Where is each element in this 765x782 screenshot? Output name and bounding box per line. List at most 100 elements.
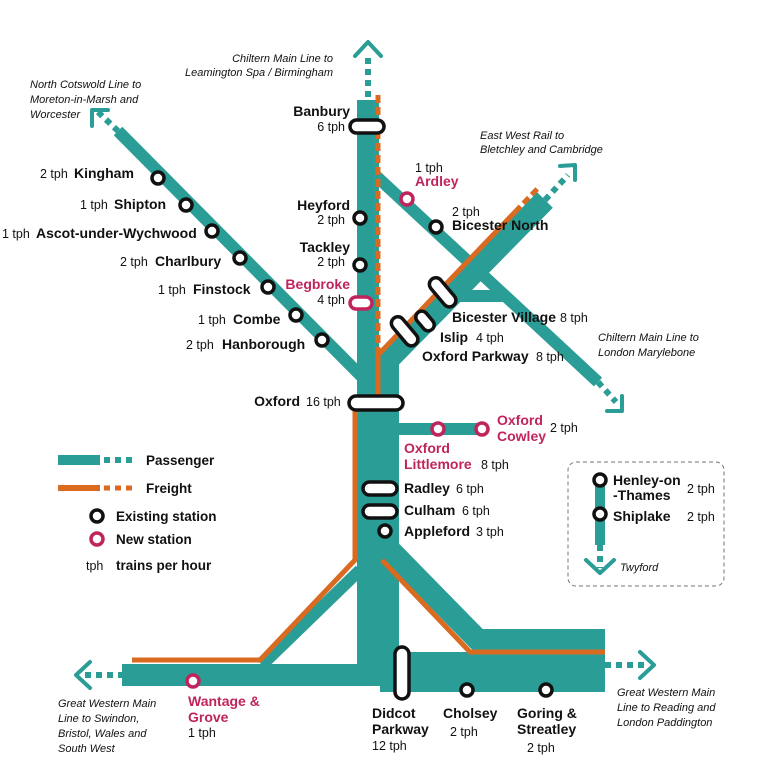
label-charlbury: Charlbury — [155, 253, 221, 269]
label-begbroke: Begbroke — [285, 276, 350, 292]
note-gwml-east-1: Great Western Main — [617, 687, 715, 699]
cotswold-line-dotted — [95, 109, 121, 134]
label-banbury: Banbury — [293, 103, 350, 119]
note-gwml-east-3: London Paddington — [617, 717, 712, 729]
legend: Passenger Freight Existing station New s… — [58, 453, 217, 573]
tph-finstock: 1 tph — [158, 283, 186, 297]
tph-wantage: 1 tph — [188, 726, 216, 740]
didcot-east-link — [372, 532, 605, 651]
arrow-up-icon — [353, 40, 383, 58]
henley-inset: Henley-on -Thames 2 tph Shiplake 2 tph T… — [567, 461, 725, 587]
station-ascot — [204, 223, 220, 239]
tph-goring: 2 tph — [527, 741, 555, 755]
arrow-se-icon — [605, 394, 624, 413]
didcot-west-link — [257, 565, 365, 670]
tph-cholsey: 2 tph — [450, 725, 478, 739]
tph-ardley: 1 tph — [415, 161, 443, 175]
note-twyford: Twyford — [620, 562, 659, 574]
arrow-east-icon — [638, 650, 656, 680]
label-bicester-village: Bicester Village — [452, 309, 556, 325]
label-culham: Culham — [404, 502, 455, 518]
legend-tph-desc: trains per hour — [116, 558, 212, 573]
label-tackley: Tackley — [300, 239, 351, 255]
label-shipton: Shipton — [114, 196, 166, 212]
freight-lines — [132, 95, 605, 663]
tph-ascot: 1 tph — [2, 227, 30, 241]
station-hanborough — [314, 332, 330, 348]
label-oxford: Oxford — [254, 393, 300, 409]
freight-ewr — [375, 210, 517, 395]
station-combe — [288, 307, 304, 323]
tph-heyford: 2 tph — [317, 213, 345, 227]
legend-new-icon — [89, 531, 105, 547]
tph-didcot: 12 tph — [372, 739, 407, 753]
label-appleford: Appleford — [404, 523, 470, 539]
label-henley-2: -Thames — [613, 487, 671, 503]
tph-tackley: 2 tph — [317, 255, 345, 269]
label-cholsey: Cholsey — [443, 705, 498, 721]
freight-east — [380, 558, 605, 655]
note-gwml-west-4: South West — [58, 743, 116, 755]
arrow-down-icon — [584, 558, 616, 575]
station-bicester-village — [427, 276, 458, 309]
station-culham — [361, 503, 399, 520]
arrow-ne-icon — [558, 163, 577, 182]
station-kingham — [150, 170, 166, 186]
station-banbury — [348, 118, 386, 135]
label-ardley: Ardley — [415, 173, 459, 189]
tph-oxford-littlemore: 8 tph — [481, 458, 509, 472]
tph-oxford-parkway: 8 tph — [536, 350, 564, 364]
tph-appleford: 3 tph — [476, 525, 504, 539]
note-gwml-west-1: Great Western Main — [58, 698, 156, 710]
label-bicester-north: Bicester North — [452, 217, 548, 233]
label-oxford-littlemore-1: Oxford — [404, 440, 450, 456]
arrows — [74, 40, 656, 690]
tph-hanborough: 2 tph — [186, 338, 214, 352]
label-heyford: Heyford — [297, 197, 350, 213]
tph-radley: 6 tph — [456, 482, 484, 496]
legend-existing-label: Existing station — [116, 509, 217, 524]
label-kingham: Kingham — [74, 165, 134, 181]
station-shipton — [178, 197, 194, 213]
arrow-west-icon — [74, 660, 92, 690]
note-cotswold-3: Worcester — [30, 109, 81, 121]
station-henley — [592, 472, 608, 488]
label-combe: Combe — [233, 311, 281, 327]
note-chiltern-south-2: London Marylebone — [598, 347, 695, 359]
tph-islip: 4 tph — [476, 331, 504, 345]
tph-kingham: 2 tph — [40, 167, 68, 181]
label-oxford-cowley-1: Oxford — [497, 412, 543, 428]
freight-ewr-dotted — [513, 184, 542, 214]
destination-notes: Chiltern Main Line to Leamington Spa / B… — [30, 53, 716, 755]
freight-west-oxford — [132, 410, 358, 663]
tph-bicester-village: 8 tph — [560, 311, 588, 325]
tph-oxford: 16 tph — [306, 395, 341, 409]
note-ewr-2: Bletchley and Cambridge — [480, 144, 603, 156]
station-begbroke — [348, 295, 374, 311]
station-oxford-parkway — [389, 315, 420, 348]
label-wantage-2: Grove — [188, 709, 229, 725]
station-heyford — [352, 210, 368, 226]
tph-bicester-north: 2 tph — [452, 205, 480, 219]
label-goring-2: Streatley — [517, 721, 576, 737]
station-finstock — [260, 279, 276, 295]
label-islip: Islip — [440, 329, 468, 345]
tph-begbroke: 4 tph — [317, 293, 345, 307]
label-didcot-2: Parkway — [372, 721, 429, 737]
label-finstock: Finstock — [193, 281, 251, 297]
henley-inset-box — [567, 461, 725, 587]
station-appleford — [377, 523, 393, 539]
station-radley — [361, 480, 399, 497]
note-chiltern-south-1: Chiltern Main Line to — [598, 332, 699, 344]
legend-freight-label: Freight — [146, 481, 192, 496]
legend-tph-abbr: tph — [86, 559, 103, 573]
station-labels: Banbury 6 tph 2 tph Kingham 1 tph Shipto… — [2, 103, 588, 755]
tph-culham: 6 tph — [462, 504, 490, 518]
ewr-dotted — [542, 172, 571, 203]
label-oxford-parkway: Oxford Parkway — [422, 348, 529, 364]
chiltern-south-line — [370, 170, 603, 387]
note-cotswold-1: North Cotswold Line to — [30, 79, 141, 91]
tph-shiplake: 2 tph — [687, 510, 715, 524]
label-hanborough: Hanborough — [222, 336, 305, 352]
tph-combe: 1 tph — [198, 313, 226, 327]
